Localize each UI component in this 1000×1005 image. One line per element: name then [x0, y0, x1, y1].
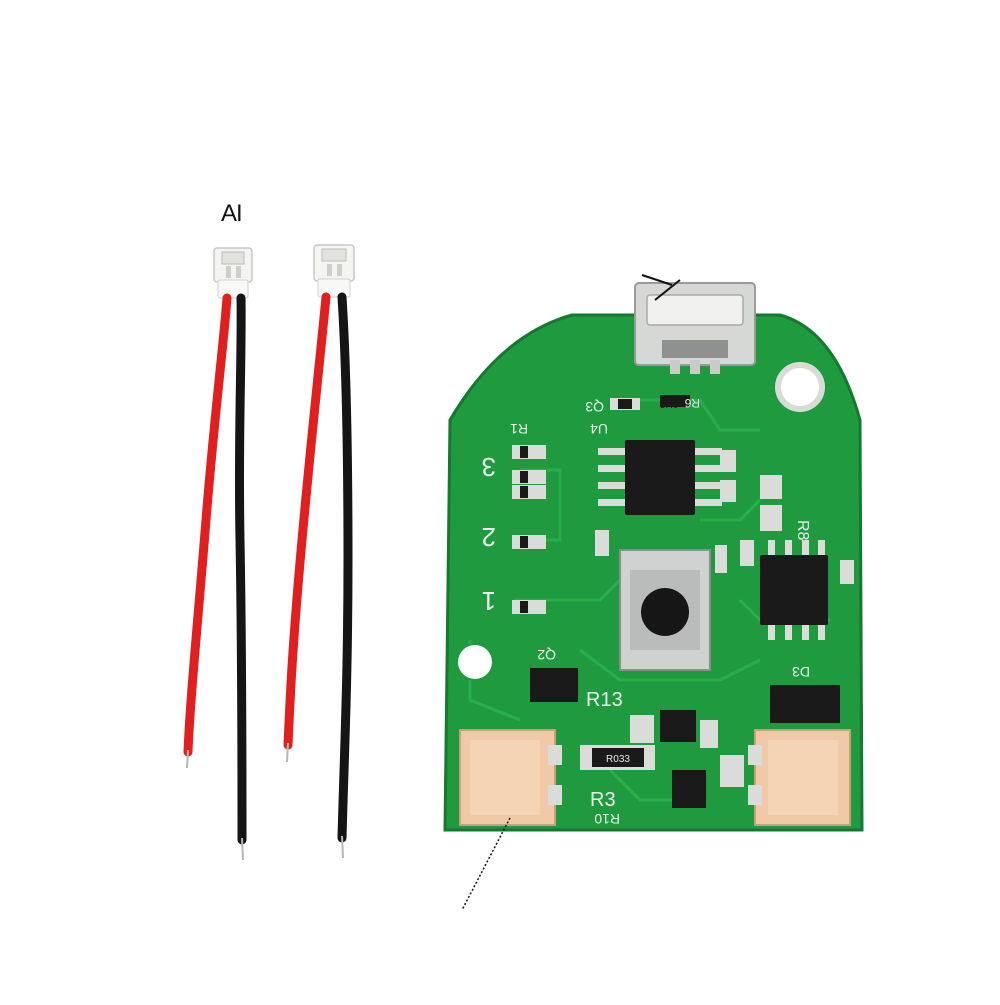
silkscreen-labels: 3 2 1 R1 U4 R6 R8 R13 R3 R10 Q3 D3 Q2 5R… [482, 396, 811, 827]
callout-line [654, 279, 681, 301]
silk-q2: Q2 [537, 647, 556, 663]
silk-d3: D3 [792, 664, 810, 680]
smd-dark-components [520, 395, 840, 808]
diode-d3 [770, 685, 840, 723]
ic-chip-right [760, 540, 828, 640]
wire-strip-end [186, 749, 189, 769]
silk-u4: U4 [590, 421, 608, 437]
connector-pin [337, 264, 342, 276]
silk-5r0: 5R0 [660, 400, 679, 411]
pcb-board: R033 3 2 1 R1 U4 R6 [443, 282, 864, 832]
callout-line [641, 274, 673, 286]
connector-boot [217, 279, 249, 299]
wire-strip-end [286, 742, 289, 763]
silk-r1: R1 [510, 421, 528, 437]
connector-left [459, 729, 562, 826]
silk-1: 1 [482, 586, 496, 616]
cable-assembly-left [183, 247, 253, 861]
cable-assembly-right [283, 244, 355, 859]
black-wire [234, 293, 247, 845]
silk-3: 3 [482, 452, 496, 482]
connector-pin [226, 266, 231, 278]
silk-r8: R8 [794, 520, 811, 541]
resistor-r033: R033 [580, 745, 655, 770]
silk-r6: R6 [684, 396, 700, 410]
resistor-value: R033 [606, 754, 630, 765]
silk-2: 2 [482, 522, 496, 552]
silk-r10: R10 [594, 811, 620, 827]
tactile-push-button [619, 549, 711, 671]
red-wire [183, 293, 232, 757]
callout-line [461, 817, 511, 911]
black-wire [337, 292, 353, 843]
connector-pin [327, 264, 332, 276]
connector-right [748, 729, 851, 826]
silk-r13: R13 [586, 689, 623, 711]
connector-latch [221, 251, 245, 265]
mounting-hole [456, 643, 494, 681]
caption-text: AI [221, 200, 243, 227]
silk-r3: R3 [590, 789, 616, 811]
connector-pin [236, 266, 241, 278]
silk-q3: Q3 [585, 399, 604, 415]
ic-chip-u4 [598, 440, 722, 515]
micro-usb-port [634, 282, 756, 374]
wire-strip-end [241, 837, 244, 861]
mounting-hole [775, 362, 825, 412]
red-wire [283, 292, 331, 750]
connector-latch [321, 248, 347, 262]
transistor-q2 [530, 668, 578, 702]
wire-strip-end [341, 835, 344, 859]
